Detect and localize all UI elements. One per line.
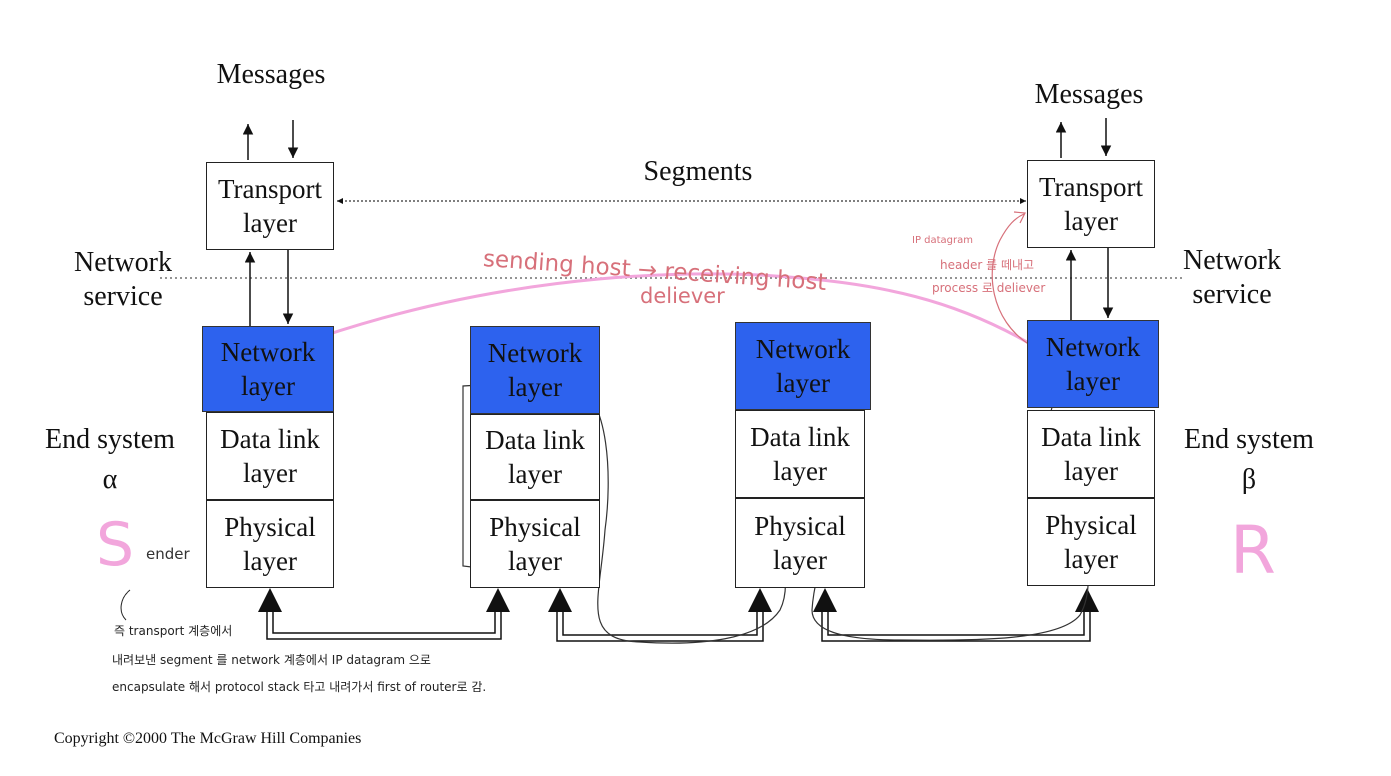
network-layer-alpha: Network layer [202, 326, 334, 412]
annotation-process: process 로 deliever [932, 281, 1046, 295]
datalink-layer-beta: Data link layer [1027, 410, 1155, 498]
end-system-alpha-label: End system α [26, 420, 194, 500]
layer-suffix: layer [243, 546, 297, 576]
annotation-sender-s: S [96, 510, 135, 580]
messages-label-left: Messages [216, 59, 326, 90]
pink-delivery-arc [299, 272, 1045, 354]
transport-layer-beta: Transport layer [1027, 160, 1155, 248]
sender-curl [120, 589, 131, 621]
network-service-label-left: Network service [64, 246, 182, 314]
layer-suffix: layer [243, 208, 297, 238]
layer-suffix: layer [508, 459, 562, 489]
layer-name: Physical [489, 512, 581, 542]
layer-name: Physical [224, 512, 316, 542]
physical-layer-alpha: Physical layer [206, 500, 334, 588]
layer-name: Data link [485, 425, 585, 455]
layer-suffix: layer [243, 458, 297, 488]
segments-label: Segments [643, 156, 753, 187]
layer-suffix: layer [1064, 544, 1118, 574]
end-system-text: End system [1184, 424, 1314, 455]
physical-link-1 [266, 610, 502, 640]
layer-name: Data link [1041, 422, 1141, 452]
network-service-label-right: Network service [1172, 244, 1292, 312]
physical-layer-beta: Physical layer [1027, 498, 1155, 586]
physical-link-arrowheads [258, 588, 1099, 612]
annotation-note-line2: 내려보낸 segment 를 network 계층에서 IP datagram … [112, 653, 431, 667]
annotation-note-line1: 즉 transport 계층에서 [114, 624, 233, 638]
datalink-layer-router2: Data link layer [735, 410, 865, 498]
network-service-line2: service [83, 281, 163, 312]
end-system-text: End system [45, 424, 175, 455]
network-layer-router1: Network layer [470, 326, 600, 414]
physical-link-2 [556, 610, 764, 642]
layer-suffix: layer [508, 546, 562, 576]
layer-name: Network [220, 337, 316, 367]
copyright-text: Copyright ©2000 The McGraw Hill Companie… [54, 730, 362, 747]
beta-symbol: β [1241, 464, 1257, 495]
datalink-layer-router1: Data link layer [470, 414, 600, 500]
datalink-layer-alpha: Data link layer [206, 412, 334, 500]
annotation-sender-rest: ender [146, 545, 190, 563]
layer-suffix: layer [1064, 206, 1118, 236]
layer-suffix: layer [241, 371, 295, 401]
layer-suffix: layer [1066, 366, 1120, 396]
end-system-beta-label: End system β [1165, 420, 1333, 500]
annotation-note-line3: encapsulate 해서 protocol stack 타고 내려가서 fi… [112, 680, 487, 694]
physical-layer-router1: Physical layer [470, 500, 600, 588]
layer-name: Physical [754, 511, 846, 541]
layer-suffix: layer [773, 545, 827, 575]
annotation-deliever: deliever [640, 284, 725, 308]
red-arrow-head [1013, 211, 1026, 224]
network-layer-router2: Network layer [735, 322, 871, 410]
red-curved-arrow [991, 213, 1031, 346]
network-service-line1: Network [74, 247, 172, 278]
layer-name: Transport [217, 174, 323, 204]
network-service-line2: service [1192, 279, 1272, 310]
layer-name: Network [1045, 332, 1141, 362]
physical-layer-router2: Physical layer [735, 498, 865, 588]
transport-layer-alpha: Transport layer [206, 162, 334, 250]
alpha-symbol: α [102, 464, 118, 495]
physical-link-3 [821, 610, 1091, 642]
layer-name: Network [755, 334, 851, 364]
network-layer-beta: Network layer [1027, 320, 1159, 408]
layer-name: Transport [1038, 172, 1144, 202]
layer-suffix: layer [508, 372, 562, 402]
layer-suffix: layer [773, 456, 827, 486]
annotation-header: header 를 떼내고 [940, 258, 1035, 272]
layer-suffix: layer [776, 368, 830, 398]
annotation-ip-datagram: IP datagram [912, 235, 974, 246]
layer-name: Data link [220, 424, 320, 454]
layer-name: Data link [750, 422, 850, 452]
network-service-line1: Network [1183, 245, 1281, 276]
annotation-receiver-r: R [1230, 512, 1276, 589]
messages-label-right: Messages [1034, 79, 1144, 110]
layer-suffix: layer [1064, 456, 1118, 486]
layer-name: Network [487, 338, 583, 368]
layer-name: Physical [1045, 510, 1137, 540]
